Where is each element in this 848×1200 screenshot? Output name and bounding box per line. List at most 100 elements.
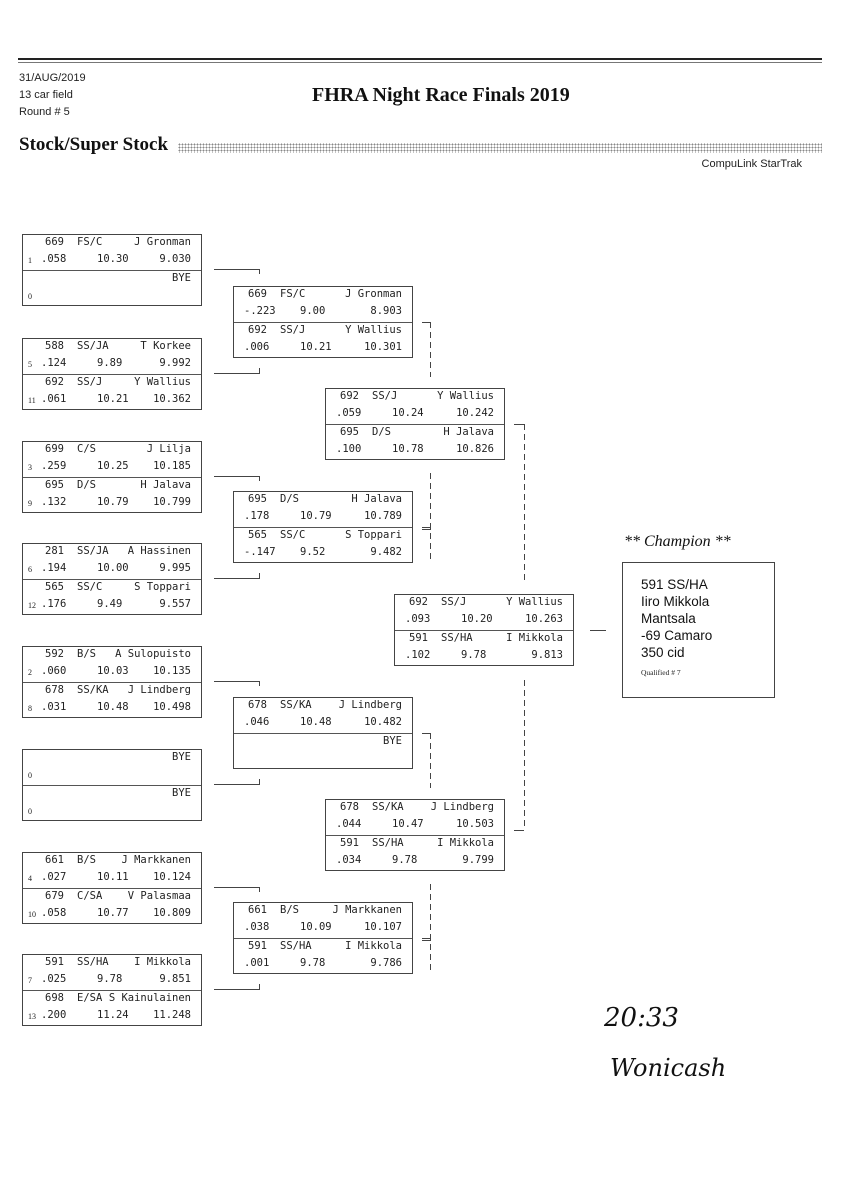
- reaction-time: .025: [41, 973, 67, 985]
- elapsed-time: 9.030: [159, 253, 191, 265]
- reaction-time: .046: [244, 716, 270, 728]
- elapsed-time: 10.263: [525, 613, 563, 625]
- qualifying-seed: 7: [28, 976, 32, 985]
- reaction-time: .060: [41, 665, 67, 677]
- handwritten-time: 20:33: [604, 1003, 679, 1033]
- elapsed-time: 9.557: [159, 598, 191, 610]
- car-number: 678: [340, 801, 359, 813]
- car-class: SS/J: [441, 596, 467, 608]
- racer-slot: BYE: [234, 733, 412, 768]
- car-number: 692: [248, 324, 267, 336]
- elapsed-time: 10.482: [364, 716, 402, 728]
- reaction-time: .100: [336, 443, 362, 455]
- driver-name: I Mikkola: [437, 837, 494, 849]
- qualifying-seed: 12: [28, 601, 36, 610]
- driver-name: J Lindberg: [338, 699, 402, 711]
- elapsed-time: 9.799: [462, 854, 494, 866]
- driver-name: H Jalava: [140, 479, 191, 491]
- reaction-time: .031: [41, 701, 67, 713]
- car-class: SS/J: [372, 390, 398, 402]
- driver-name: BYE: [383, 735, 402, 747]
- driver-name: I Mikkola: [134, 956, 191, 968]
- elapsed-time: 10.301: [364, 341, 402, 353]
- elapsed-time: 9.813: [531, 649, 563, 661]
- dial-in: 10.00: [97, 562, 129, 574]
- reaction-time: .058: [41, 253, 67, 265]
- elapsed-time: 10.185: [153, 460, 191, 472]
- bracket-connector-tick: [259, 681, 260, 686]
- dial-in: 10.48: [97, 701, 129, 713]
- car-class: C/SA: [77, 890, 103, 902]
- final-to-champion-line: [590, 630, 606, 631]
- car-class: B/S: [280, 904, 299, 916]
- champion-box: 591 SS/HA Iiro Mikkola Mantsala -69 Cama…: [622, 562, 775, 698]
- elapsed-time: 9.851: [159, 973, 191, 985]
- qualifying-seed: 0: [28, 771, 32, 780]
- reaction-time: .038: [244, 921, 270, 933]
- reaction-time: .194: [41, 562, 67, 574]
- field-size: 13 car field: [19, 89, 73, 101]
- bracket-connector: [422, 938, 431, 939]
- car-class: D/S: [372, 426, 391, 438]
- driver-name: Y Wallius: [345, 324, 402, 336]
- elapsed-time: 10.799: [153, 496, 191, 508]
- car-class: SS/J: [280, 324, 306, 336]
- bracket-connector-dashed: [524, 680, 525, 830]
- car-number: 698: [45, 992, 64, 1004]
- car-class: SS/KA: [372, 801, 404, 813]
- driver-name: BYE: [172, 787, 191, 799]
- elapsed-time: 8.903: [370, 305, 402, 317]
- bracket-connector: [214, 681, 260, 682]
- bracket-connector: [214, 989, 260, 990]
- reaction-time: .259: [41, 460, 67, 472]
- driver-name: Y Wallius: [437, 390, 494, 402]
- qualifying-seed: 0: [28, 292, 32, 301]
- reaction-time: .200: [41, 1009, 67, 1021]
- dial-in: 10.20: [461, 613, 493, 625]
- dial-in: 10.48: [300, 716, 332, 728]
- page-title: FHRA Night Race Finals 2019: [312, 84, 570, 106]
- elapsed-time: 9.995: [159, 562, 191, 574]
- driver-name: J Gronman: [345, 288, 402, 300]
- bracket-connector-tick: [259, 573, 260, 578]
- dial-in: 10.79: [97, 496, 129, 508]
- champion-title: ** Champion **: [624, 533, 731, 550]
- elapsed-time: 10.809: [153, 907, 191, 919]
- car-number: 588: [45, 340, 64, 352]
- qualifying-seed: 9: [28, 499, 32, 508]
- qualifying-seed: 10: [28, 910, 36, 919]
- car-number: 695: [248, 493, 267, 505]
- dial-in: 9.52: [300, 546, 326, 558]
- driver-name: J Gronman: [134, 236, 191, 248]
- driver-name: Y Wallius: [506, 596, 563, 608]
- car-number: 591: [340, 837, 359, 849]
- reaction-time: .034: [336, 854, 362, 866]
- car-number: 692: [409, 596, 428, 608]
- reaction-time: -.147: [244, 546, 276, 558]
- bracket-connector-tick: [259, 779, 260, 784]
- car-class: E/SA: [77, 992, 103, 1004]
- elapsed-time: 10.242: [456, 407, 494, 419]
- dial-in: 10.21: [97, 393, 129, 405]
- dial-in: 9.78: [300, 957, 326, 969]
